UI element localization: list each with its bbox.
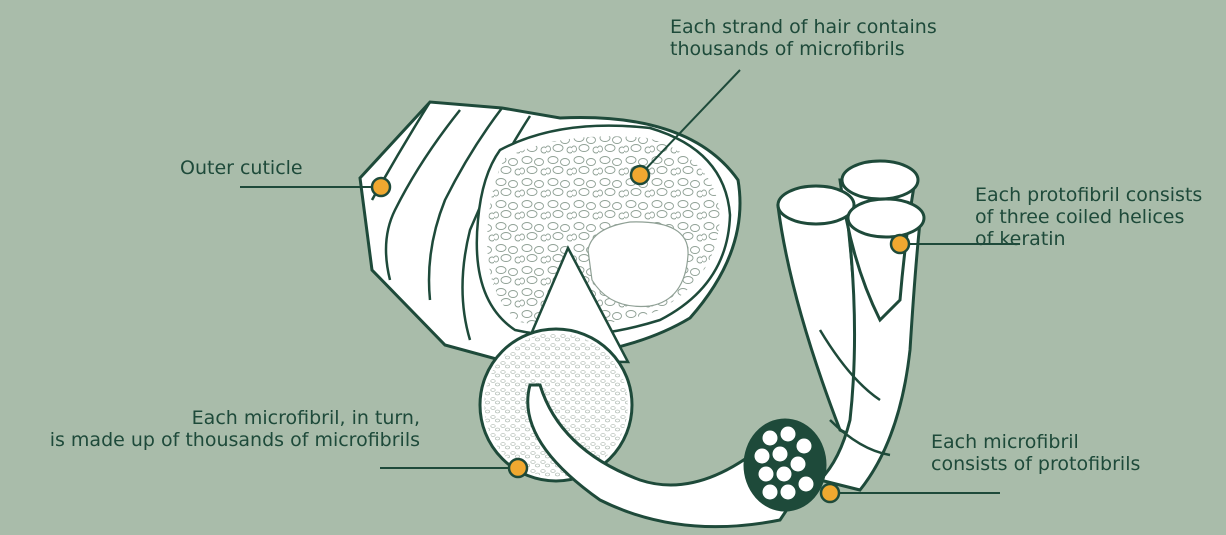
marker-microfibril-turn [509,459,527,477]
medulla-shape [588,222,688,307]
protofibril-top-back [842,161,918,199]
protofibril-strand-left [778,206,860,440]
marker-strand [631,166,649,184]
marker-microfibril-proto [821,484,839,502]
label-microfibril-protofibrils: Each microfibril consists of protofibril… [931,431,1140,475]
protofibril-top-right [848,199,924,237]
protofibril-top-left [778,186,854,224]
marker-cuticle [372,178,390,196]
label-microfibril-in-turn: Each microfibril, in turn, is made up of… [0,407,420,451]
marker-protofibril [891,235,909,253]
protofibril-bundle [745,420,825,510]
label-protofibril: Each protofibril consists of three coile… [975,184,1202,250]
label-outer-cuticle: Outer cuticle [180,157,303,179]
label-hair-strand: Each strand of hair contains thousands o… [670,16,937,60]
